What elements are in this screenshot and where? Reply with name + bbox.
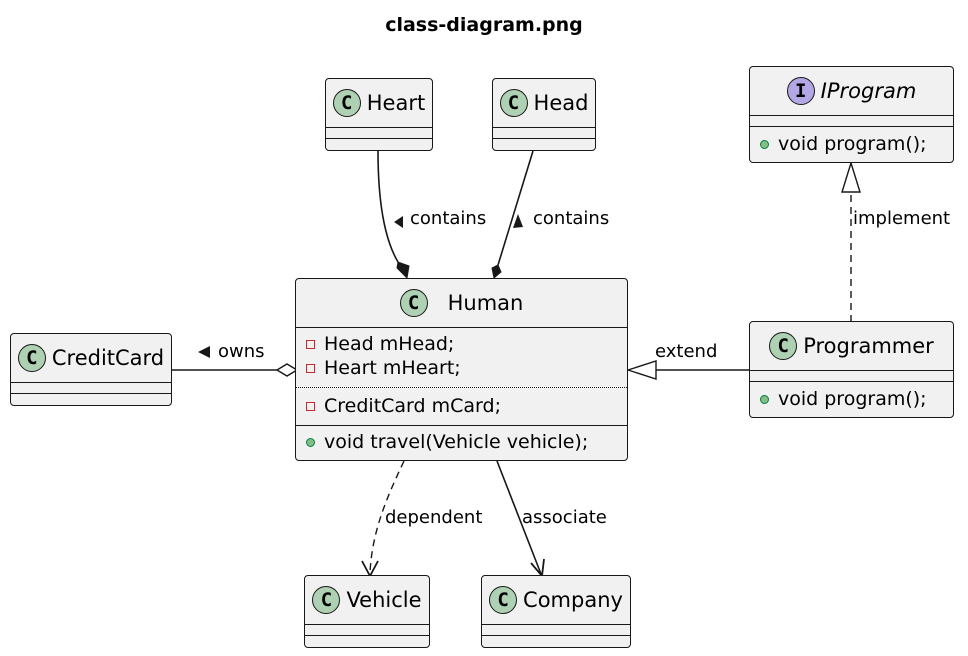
interface-name: IProgram	[820, 79, 917, 103]
class-stereotype-icon: C	[489, 586, 518, 614]
field-declaration: Head mHead;	[324, 333, 455, 355]
class-programmer[interactable]: C Programmer void program();	[749, 321, 954, 418]
method-row: void program();	[760, 133, 927, 155]
class-name: Human	[447, 291, 524, 315]
class-heart[interactable]: C Heart	[325, 78, 433, 151]
class-creditcard[interactable]: C CreditCard	[10, 333, 172, 406]
edge-label-owns: owns	[218, 341, 265, 362]
edge-label-dependent: dependent	[385, 507, 483, 528]
private-visibility-icon	[306, 339, 315, 349]
class-human[interactable]: C Human Head mHead; Heart mHeart; Credit…	[295, 278, 628, 461]
method-signature: void program();	[778, 133, 927, 155]
class-name: Heart	[366, 91, 426, 115]
public-visibility-icon	[760, 139, 769, 149]
generalization-triangle	[625, 360, 657, 380]
public-visibility-icon	[306, 437, 315, 447]
public-visibility-icon	[760, 394, 769, 404]
field-row: CreditCard mCard;	[306, 395, 501, 417]
class-stereotype-icon: C	[499, 89, 528, 117]
field-row: Head mHead;	[306, 333, 454, 355]
private-visibility-icon	[306, 363, 315, 373]
interface-iprogram[interactable]: I IProgram void program();	[749, 66, 954, 163]
owns-arrow	[198, 346, 210, 358]
edge-label-implement: implement	[853, 208, 951, 229]
class-name: Vehicle	[346, 588, 422, 612]
class-company[interactable]: C Company	[481, 575, 631, 648]
method-signature: void travel(Vehicle vehicle);	[324, 431, 589, 453]
heart-composition-diamond	[396, 261, 410, 280]
heart-human-composition-line	[377, 150, 399, 263]
creditcard-aggregation-diamond	[275, 363, 299, 377]
edge-label-associate: associate	[522, 507, 607, 528]
class-stereotype-icon: C	[312, 586, 341, 614]
head-human-composition-line	[497, 150, 534, 266]
human-vehicle-dependency-line	[369, 460, 405, 574]
edge-label-extend: extend	[655, 341, 718, 362]
class-name: Company	[523, 588, 623, 612]
diagram-title: class-diagram.png	[385, 14, 583, 36]
field-declaration: Heart mHeart;	[324, 357, 461, 379]
head-contains-arrow	[513, 214, 523, 228]
field-declaration: CreditCard mCard;	[324, 395, 501, 417]
class-stereotype-icon: C	[17, 344, 46, 372]
association-arrowhead	[530, 558, 545, 579]
realization-triangle	[841, 160, 861, 193]
class-head[interactable]: C Head	[492, 78, 596, 151]
private-visibility-icon	[306, 401, 315, 411]
class-name: Programmer	[803, 334, 934, 358]
interface-stereotype-icon: I	[786, 77, 815, 105]
class-vehicle[interactable]: C Vehicle	[304, 575, 430, 648]
class-name: Head	[533, 91, 589, 115]
method-signature: void program();	[778, 388, 927, 410]
method-row: void travel(Vehicle vehicle);	[306, 431, 588, 453]
edge-label-head-contains: contains	[533, 208, 610, 229]
edge-label-heart-contains: contains	[410, 208, 487, 229]
heart-contains-arrow	[394, 216, 403, 228]
class-stereotype-icon: C	[332, 89, 361, 117]
class-stereotype-icon: C	[769, 332, 798, 360]
human-company-association-line	[496, 460, 542, 575]
method-row: void program();	[760, 388, 927, 410]
field-row: Heart mHeart;	[306, 357, 461, 379]
class-name: CreditCard	[51, 346, 165, 370]
head-composition-diamond	[491, 264, 502, 279]
class-stereotype-icon: C	[399, 289, 428, 317]
